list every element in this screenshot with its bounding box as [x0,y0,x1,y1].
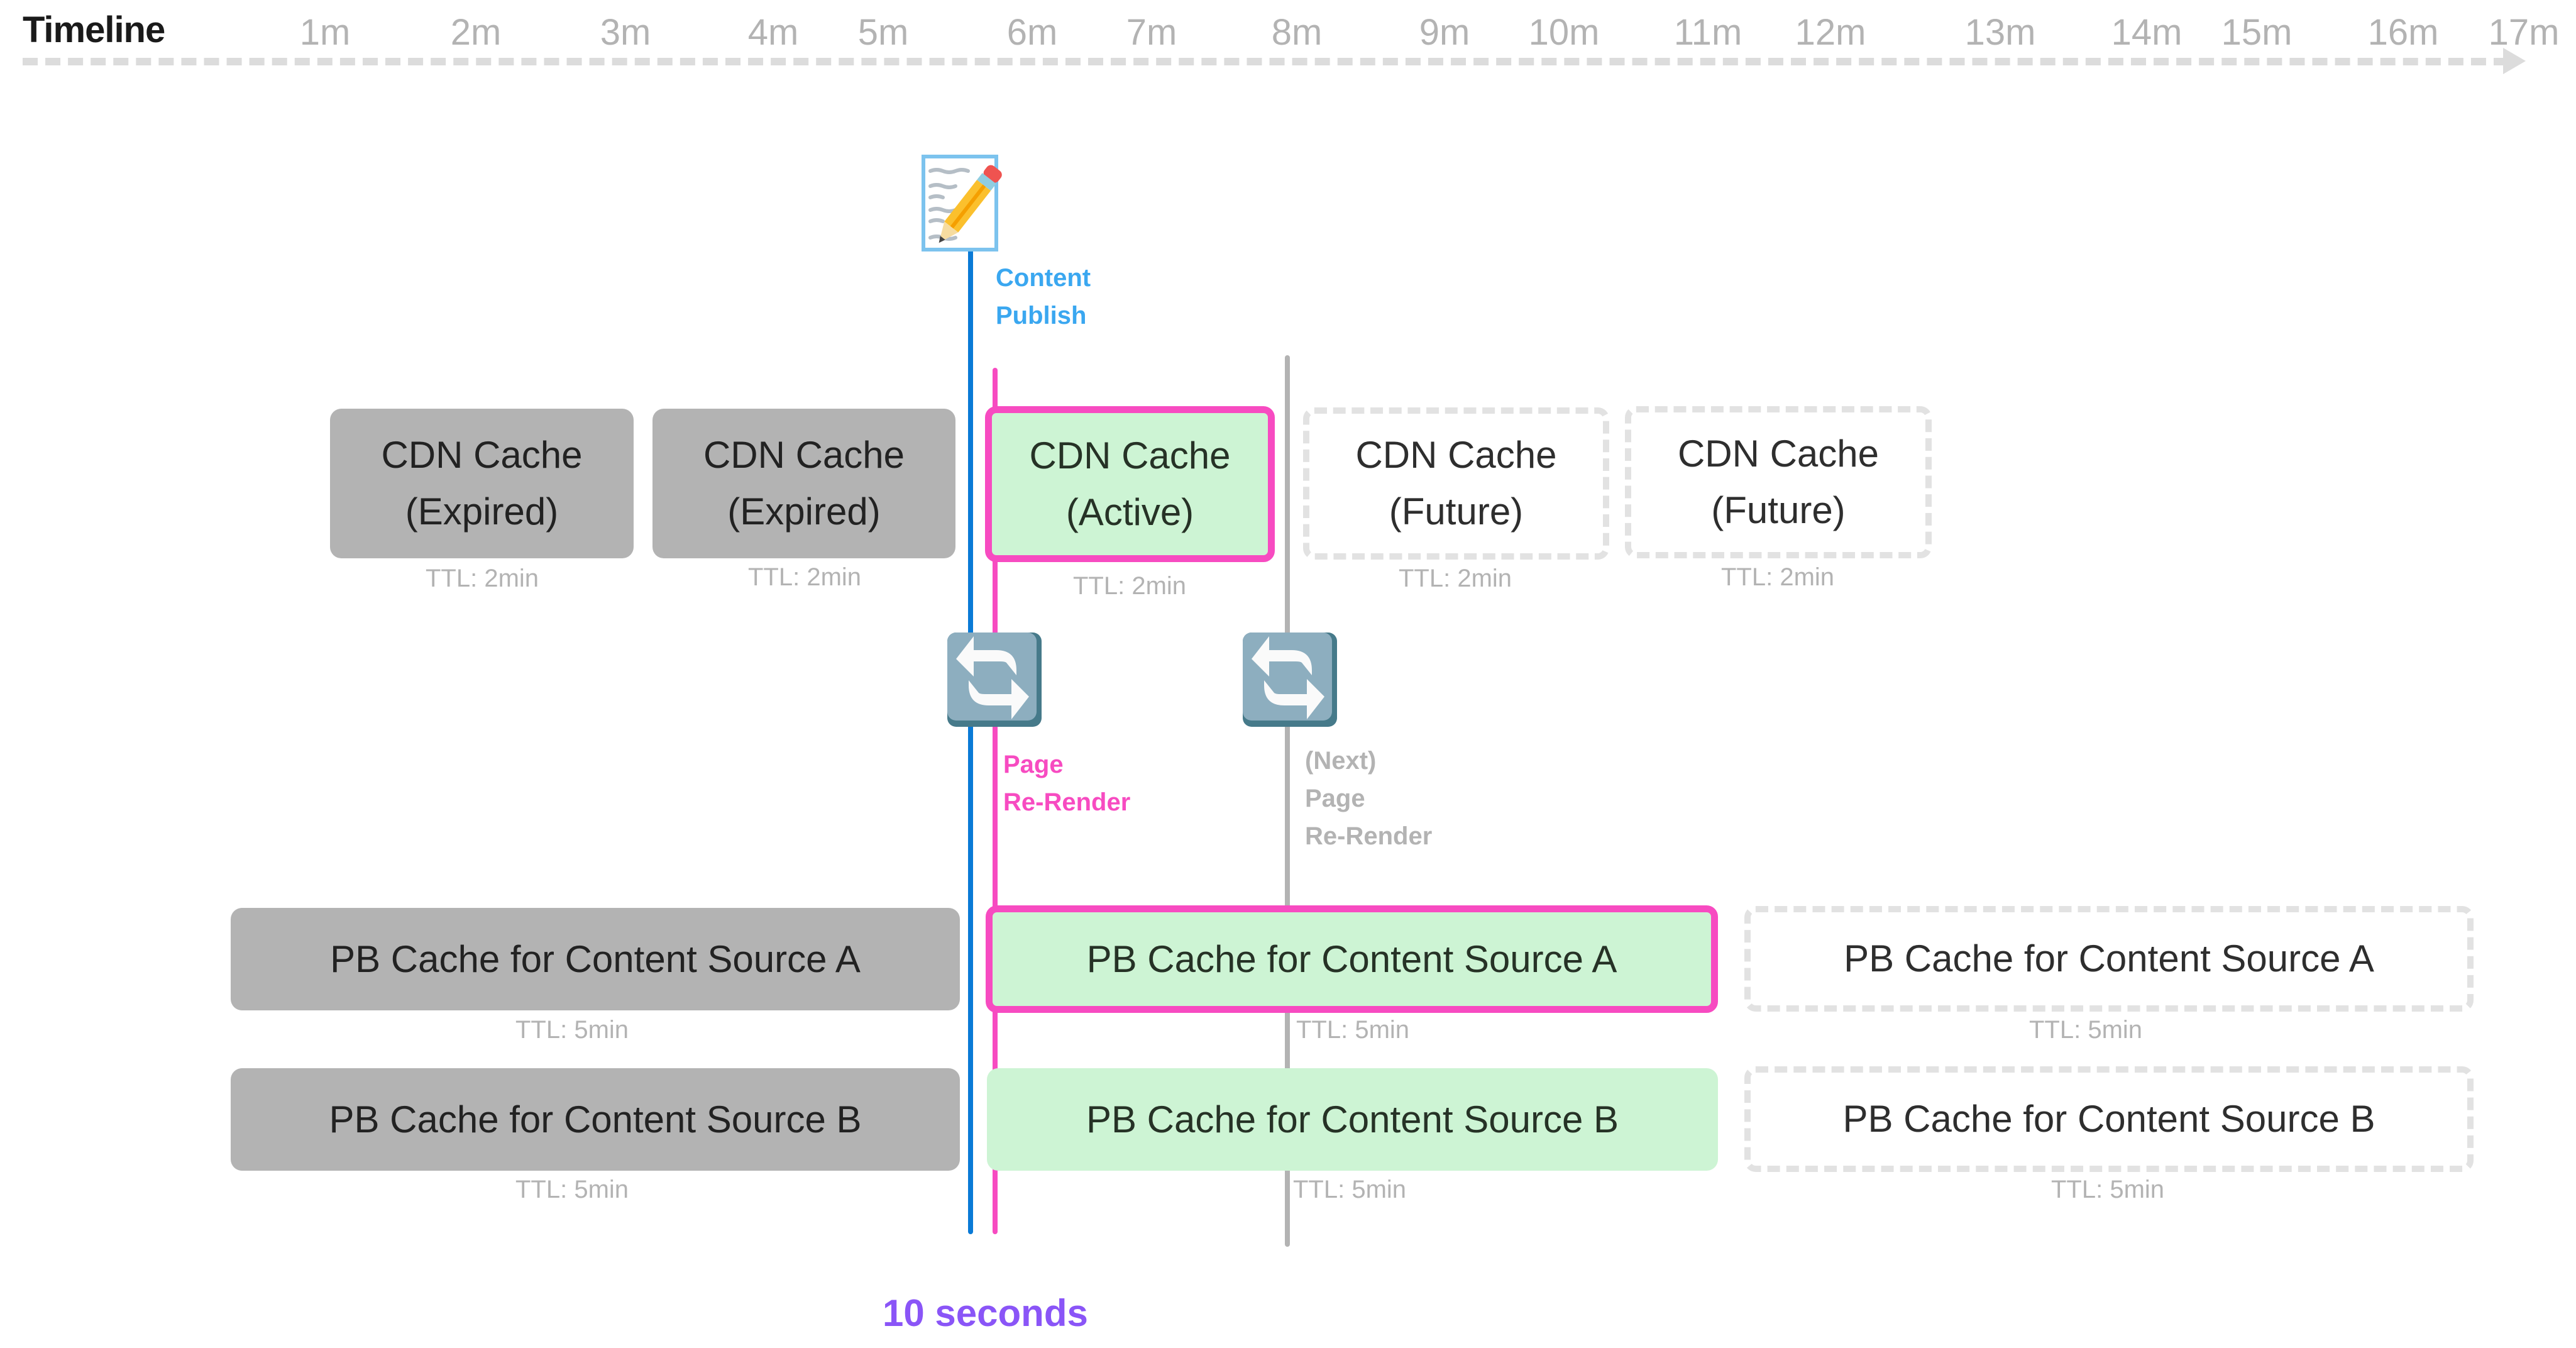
memo-pencil-icon [922,155,1022,251]
content-publish-label-line1: Content [996,264,1091,292]
next-rerender-label-line2: Page [1305,785,1365,812]
tick-13m: 13m [1964,12,2036,53]
cdn-cache-title: CDN Cache [1355,434,1557,476]
tick-12m: 12m [1795,12,1866,53]
pb-cache-ttl: TTL: 5min [515,1016,629,1044]
pb-cache-b-box-active: PB Cache for Content Source B [987,1068,1718,1171]
pb-cache-label: PB Cache for Content Source B [329,1098,862,1141]
cdn-cache-state: (Expired) [405,490,559,533]
pb-cache-label: PB Cache for Content Source B [1842,1098,2375,1140]
tick-2m: 2m [450,12,502,53]
pb-cache-label: PB Cache for Content Source B [1086,1098,1619,1141]
content-publish-label-line2: Publish [996,302,1087,329]
next-rerender-label-line3: Re-Render [1305,822,1433,850]
pb-cache-ttl: TTL: 5min [515,1176,629,1203]
pb-cache-label: PB Cache for Content Source A [330,937,861,980]
cdn-cache-state: (Expired) [727,490,881,533]
cdn-cache-state: (Future) [1389,490,1524,533]
pb-cache-a-box-expired: PB Cache for Content Source A [231,908,960,1010]
pb-cache-ttl: TTL: 5min [1296,1016,1410,1044]
cdn-cache-title: CDN Cache [1677,433,1880,475]
page-rerender-label-line1: Page [1003,751,1064,778]
tick-14m: 14m [2111,12,2182,53]
pb-cache-ttl: TTL: 5min [1293,1176,1407,1203]
cdn-cache-ttl: TTL: 2min [1720,563,1835,591]
pb-cache-a-box-active: PB Cache for Content Source A [986,905,1718,1013]
next-rerender-line [1285,355,1290,1247]
tick-8m: 8m [1271,12,1323,53]
cdn-cache-state: (Future) [1711,489,1846,531]
tick-11m: 11m [1673,12,1742,53]
cdn-cache-box-future: CDN Cache (Future) [1303,407,1609,560]
tick-10m: 10m [1528,12,1600,53]
cdn-cache-ttl: TTL: 2min [1072,572,1187,600]
repeat-arrows-icon [1241,631,1338,728]
duration-label: 10 seconds [883,1292,1088,1334]
tick-1m: 1m [299,12,351,53]
tick-6m: 6m [1006,12,1058,53]
timeline-title: Timeline [23,9,165,50]
content-publish-line [968,248,973,1234]
cdn-cache-box-expired: CDN Cache (Expired) [330,409,634,558]
timeline-arrow-icon [2503,48,2526,74]
pb-cache-label: PB Cache for Content Source A [1086,937,1617,980]
tick-3m: 3m [600,12,651,53]
cdn-cache-title: CDN Cache [703,434,905,476]
tick-15m: 15m [2221,12,2293,53]
tick-17m: 17m [2488,12,2560,53]
cdn-cache-box-future: CDN Cache (Future) [1625,406,1932,558]
tick-16m: 16m [2367,12,2439,53]
timeline-axis-line [23,58,2509,65]
pb-cache-b-box-future: PB Cache for Content Source B [1744,1066,2474,1172]
tick-9m: 9m [1419,12,1470,53]
cdn-cache-title: CDN Cache [381,434,583,476]
pb-cache-ttl: TTL: 5min [2050,1176,2165,1203]
tick-4m: 4m [747,12,799,53]
pb-cache-ttl: TTL: 5min [2028,1016,2143,1044]
page-rerender-line [993,368,998,1234]
pb-cache-label: PB Cache for Content Source A [1844,937,2374,980]
tick-7m: 7m [1126,12,1177,53]
cdn-cache-ttl: TTL: 2min [1398,565,1512,592]
cdn-cache-title: CDN Cache [1029,434,1231,477]
repeat-arrows-icon [946,631,1043,728]
cdn-cache-ttl: TTL: 2min [747,563,862,591]
cdn-cache-ttl: TTL: 2min [425,565,539,592]
cdn-cache-state: (Active) [1065,491,1194,533]
cdn-cache-box-expired: CDN Cache (Expired) [652,409,955,558]
cdn-cache-box-active: CDN Cache (Active) [985,406,1275,562]
tick-5m: 5m [857,12,909,53]
pb-cache-a-box-future: PB Cache for Content Source A [1744,906,2474,1012]
next-rerender-label-line1: (Next) [1305,747,1377,775]
pb-cache-b-box-expired: PB Cache for Content Source B [231,1068,960,1171]
page-rerender-label-line2: Re-Render [1003,788,1131,816]
